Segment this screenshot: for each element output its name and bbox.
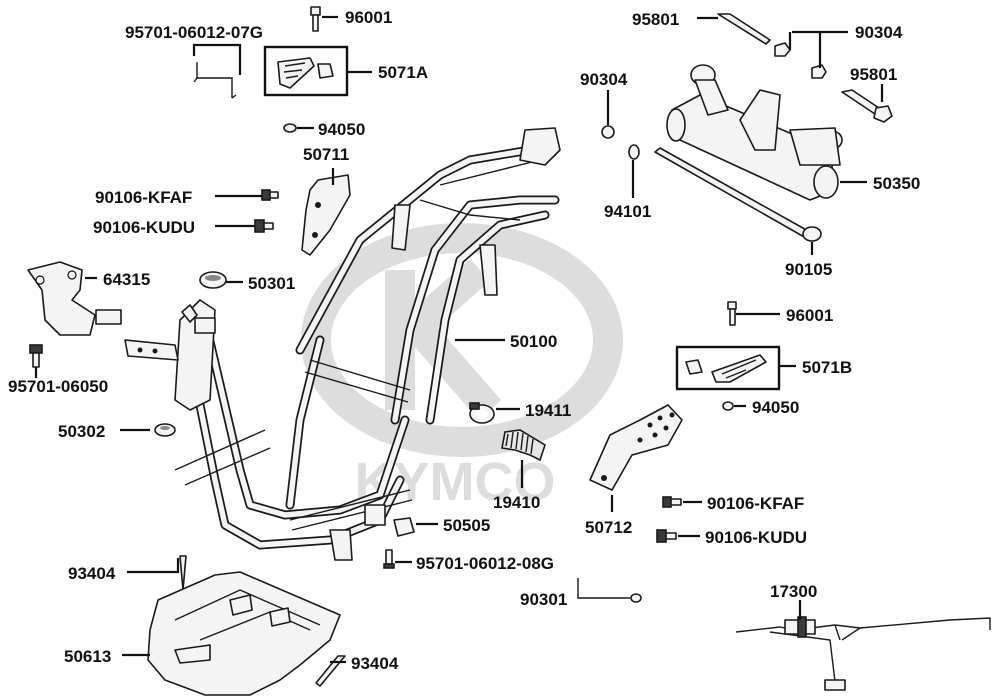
label-19410: 19410 bbox=[493, 493, 540, 512]
label-90105: 90105 bbox=[785, 260, 832, 279]
bolt-95801-right[interactable] bbox=[841, 89, 893, 123]
engine-hanger-50350[interactable] bbox=[666, 64, 843, 201]
bracket-50712-part[interactable] bbox=[589, 404, 683, 491]
clip-50505-part[interactable] bbox=[393, 517, 415, 537]
leader-lines bbox=[34, 15, 884, 664]
bracket-64315-part[interactable] bbox=[27, 261, 122, 336]
cable-17300-part[interactable] bbox=[735, 616, 991, 691]
undercover-50613-part[interactable] bbox=[147, 571, 341, 696]
label-95801-top: 95801 bbox=[632, 10, 679, 29]
label-94101: 94101 bbox=[604, 202, 651, 221]
label-50712: 50712 bbox=[585, 518, 632, 537]
washer-94101[interactable] bbox=[628, 144, 640, 160]
label-94050-top: 94050 bbox=[318, 120, 365, 139]
label-90304-top: 90304 bbox=[855, 23, 903, 42]
rubber-50301-part[interactable] bbox=[199, 271, 227, 289]
label-90106-kudu-right: 90106-KUDU bbox=[705, 528, 807, 547]
bolt-90106-kfaf-right[interactable] bbox=[662, 496, 682, 508]
label-64315: 64315 bbox=[103, 270, 150, 289]
label-93404-bottom: 93404 bbox=[351, 654, 399, 673]
rubber-50302-part[interactable] bbox=[154, 423, 176, 437]
bolt-90106-kfaf-left[interactable] bbox=[261, 189, 279, 201]
bolt-95801-top[interactable] bbox=[717, 13, 771, 45]
label-90301: 90301 bbox=[520, 590, 567, 609]
label-95701-06012-08g: 95701-06012-08G bbox=[416, 554, 554, 573]
main-frame-part[interactable] bbox=[124, 127, 561, 561]
nut-90304-left[interactable] bbox=[601, 125, 615, 139]
clamp-19411-part[interactable] bbox=[469, 402, 495, 424]
screw-93404-bottom[interactable] bbox=[315, 655, 346, 687]
label-17300: 17300 bbox=[770, 582, 817, 601]
label-5071b: 5071B bbox=[802, 358, 852, 377]
bolt-90105-long[interactable] bbox=[654, 147, 822, 242]
screw-93404-top[interactable] bbox=[179, 555, 187, 591]
label-95701-06050: 95701-06050 bbox=[8, 377, 108, 396]
label-50505: 50505 bbox=[443, 516, 490, 535]
label-50100: 50100 bbox=[510, 332, 557, 351]
label-94050-right: 94050 bbox=[752, 398, 799, 417]
footrest-5071a-box[interactable] bbox=[263, 45, 349, 97]
label-96001-right: 96001 bbox=[786, 306, 833, 325]
label-90106-kfaf-right: 90106-KFAF bbox=[707, 494, 804, 513]
bolt-95701-06050[interactable] bbox=[29, 344, 43, 368]
label-96001-top: 96001 bbox=[345, 8, 392, 27]
footrest-5071b-box[interactable] bbox=[675, 345, 781, 391]
part-labels: 95701-06012-07G 96001 5071A 94050 50711 … bbox=[8, 8, 920, 673]
label-50302: 50302 bbox=[58, 422, 105, 441]
washer-94050-top[interactable] bbox=[283, 123, 297, 133]
label-50301: 50301 bbox=[248, 274, 295, 293]
washer-94050-right[interactable] bbox=[722, 401, 734, 411]
label-19411: 19411 bbox=[525, 401, 571, 420]
label-90304-left: 90304 bbox=[580, 70, 628, 89]
bolt-96001-right[interactable] bbox=[727, 301, 737, 326]
label-90106-kfaf-left: 90106-KFAF bbox=[95, 188, 192, 207]
nut-90301-part[interactable] bbox=[577, 578, 642, 603]
bracket-50711-part[interactable] bbox=[301, 174, 351, 256]
bolt-96001-top[interactable] bbox=[310, 6, 321, 32]
bolt-90106-kudu-right[interactable] bbox=[656, 529, 677, 543]
clip-95701-06012-08g[interactable] bbox=[383, 549, 395, 569]
tube-19410-part[interactable] bbox=[501, 429, 546, 462]
label-50613: 50613 bbox=[64, 647, 111, 666]
wire-clip-part-07g[interactable] bbox=[193, 62, 237, 99]
label-95701-06012-07g: 95701-06012-07G bbox=[125, 23, 263, 42]
label-50350: 50350 bbox=[873, 174, 920, 193]
label-93404-top: 93404 bbox=[68, 564, 116, 583]
label-5071a: 5071A bbox=[378, 63, 428, 82]
bolt-90106-kudu-left[interactable] bbox=[254, 219, 274, 233]
label-95801-right: 95801 bbox=[850, 65, 897, 84]
nut-90304-top[interactable] bbox=[774, 42, 827, 79]
label-50711: 50711 bbox=[303, 145, 349, 164]
label-90106-kudu-left: 90106-KUDU bbox=[93, 218, 195, 237]
